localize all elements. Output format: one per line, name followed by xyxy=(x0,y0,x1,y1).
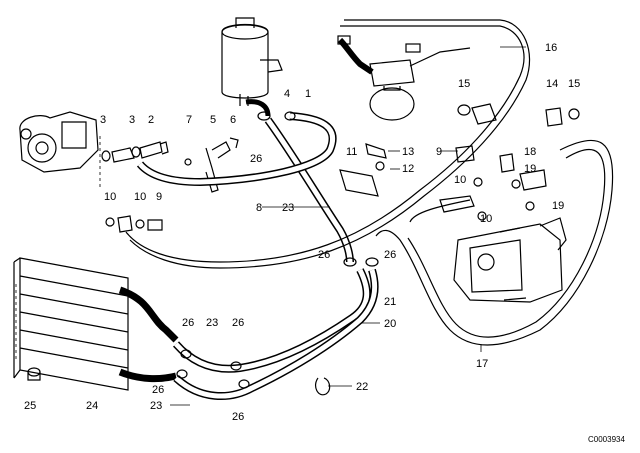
clip-22 xyxy=(314,377,331,396)
part-label: 16 xyxy=(545,42,557,54)
bolt-25 xyxy=(27,367,41,381)
part-label: 26 xyxy=(232,317,244,329)
part-label: 25 xyxy=(24,400,36,412)
hose-23-lower-inner xyxy=(174,268,370,372)
right-bracket-parts xyxy=(457,103,580,127)
part-label: 26 xyxy=(384,249,396,261)
reservoir xyxy=(221,17,283,117)
part-label: 20 xyxy=(384,318,396,330)
part-label: 17 xyxy=(476,358,488,370)
part-label: 13 xyxy=(402,146,414,158)
hose-17 xyxy=(375,139,614,346)
part-label: 26 xyxy=(152,384,164,396)
part-label: 26 xyxy=(250,153,262,165)
part-label: 15 xyxy=(458,78,470,90)
part-label: 23 xyxy=(206,317,218,329)
pressure-pipe xyxy=(125,25,525,263)
part-label: 21 xyxy=(384,296,396,308)
fittings-row xyxy=(101,141,169,163)
part-label: 23 xyxy=(150,400,162,412)
pressure-pipe-outer xyxy=(129,19,531,269)
part-label: 6 xyxy=(230,114,236,126)
hose-23-upper-inner xyxy=(265,118,353,263)
leader-lines xyxy=(170,46,526,406)
center-right-fittings xyxy=(409,145,547,223)
hose-23-lower xyxy=(172,268,371,373)
part-labels: 1 2 3 3 4 5 6 7 8 9 9 10 10 10 10 11 12 … xyxy=(24,42,625,444)
part-label: 10 xyxy=(454,174,466,186)
hose-suction-inner xyxy=(138,113,335,185)
valve-accumulator xyxy=(337,35,471,121)
part-label: 23 xyxy=(282,202,294,214)
image-code: C0003934 xyxy=(588,435,625,444)
part-label: 9 xyxy=(156,191,162,203)
part-label: 14 xyxy=(546,78,558,90)
power-steering-pump xyxy=(19,111,99,173)
part-label: 26 xyxy=(182,317,194,329)
lower-fittings xyxy=(105,215,163,233)
part-label: 26 xyxy=(318,249,330,261)
hose-17-outer xyxy=(407,148,606,338)
part-label: 24 xyxy=(86,400,98,412)
hose-23-bottom-inner xyxy=(174,269,378,399)
part-label: 22 xyxy=(356,381,368,393)
part-label: 2 xyxy=(148,114,154,126)
part-label: 12 xyxy=(402,163,414,175)
hose-clamps xyxy=(176,111,379,389)
part-label: 5 xyxy=(210,114,216,126)
part-label: 15 xyxy=(568,78,580,90)
part-label: 19 xyxy=(552,200,564,212)
part-label: 4 xyxy=(284,88,290,100)
oil-cooler xyxy=(13,257,179,391)
part-label: 3 xyxy=(100,114,106,126)
part-label: 7 xyxy=(186,114,192,126)
part-label: 9 xyxy=(436,146,442,158)
steering-gear xyxy=(453,217,567,303)
drawing-lines xyxy=(13,17,614,400)
part-label: 19 xyxy=(524,163,536,175)
part-label: 10 xyxy=(134,191,146,203)
part-label: 10 xyxy=(104,191,116,203)
part-label: 8 xyxy=(256,202,262,214)
part-label: 10 xyxy=(480,213,492,225)
clamp-bracket xyxy=(339,143,387,197)
part-label: 1 xyxy=(305,88,311,100)
part-label: 3 xyxy=(129,114,135,126)
part-label: 11 xyxy=(346,146,357,158)
part-label: 18 xyxy=(524,146,536,158)
guide-lines xyxy=(15,136,101,360)
part-label: 26 xyxy=(232,411,244,423)
